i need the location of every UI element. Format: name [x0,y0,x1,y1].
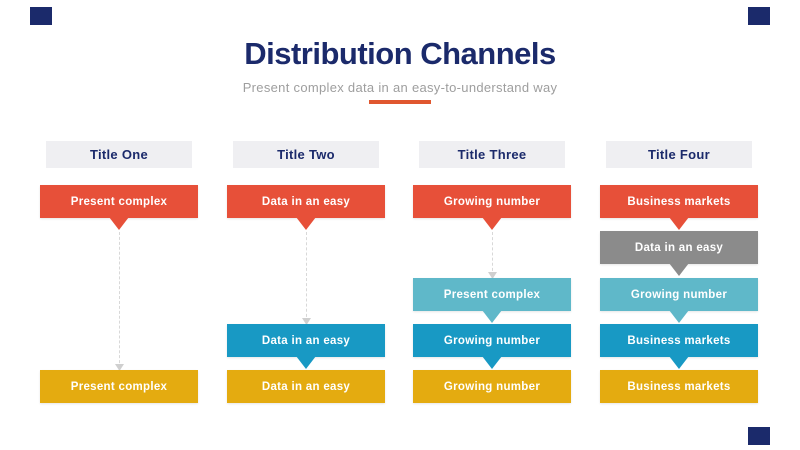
dashed-connector [115,232,124,371]
page-subtitle: Present complex data in an easy-to-under… [242,80,558,95]
dashed-connector [488,232,497,279]
bar-light_teal: Present complex [413,278,571,323]
corner-accent-bottom-right [748,427,770,445]
bar-teal: Data in an easy [227,324,385,369]
bar-pointer-tail [669,357,689,369]
bar-yellow: Growing number [413,370,571,403]
column-header: Title Two [233,141,379,168]
connector-arrowhead-icon [302,318,311,325]
bar-label: Growing number [443,380,541,393]
bar-label: Present complex [443,288,541,301]
bar-pointer-tail [296,218,316,230]
bar-label: Present complex [70,195,168,208]
bar-orange: Growing number [413,185,571,230]
bar-pointer-tail [296,357,316,369]
bar-pointer-tail [669,264,689,276]
connector-arrowhead-icon [115,364,124,371]
bar-orange: Business markets [600,185,758,230]
page-title: Distribution Channels [244,36,556,71]
bar-label: Data in an easy [634,241,724,254]
bar-label: Data in an easy [261,195,351,208]
bar-label: Growing number [630,288,728,301]
bar-label: Data in an easy [261,334,351,347]
column-header: Title One [46,141,192,168]
bar-yellow: Present complex [40,370,198,403]
bar-yellow: Data in an easy [227,370,385,403]
bar-orange: Data in an easy [227,185,385,230]
bar-label: Present complex [70,380,168,393]
column-header: Title Three [419,141,565,168]
bar-teal: Business markets [600,324,758,369]
column-title: Title Three [457,147,527,162]
bar-teal: Growing number [413,324,571,369]
bar-gray: Data in an easy [600,231,758,276]
column-title: Title Four [648,147,710,162]
title-underline-accent [369,100,431,104]
bar-pointer-tail [482,357,502,369]
bar-label: Business markets [627,195,731,208]
bar-label: Business markets [627,380,731,393]
bar-label: Data in an easy [261,380,351,393]
bar-orange: Present complex [40,185,198,230]
connector-arrowhead-icon [488,272,497,279]
column-header: Title Four [606,141,752,168]
bar-label: Growing number [443,334,541,347]
column-title: Title One [89,147,149,162]
bar-pointer-tail [482,218,502,230]
dashed-connector [302,232,311,325]
bar-label: Growing number [443,195,541,208]
corner-accent-top-left [30,7,52,25]
bar-pointer-tail [482,311,502,323]
bar-light_teal: Growing number [600,278,758,323]
bar-pointer-tail [669,218,689,230]
column-title: Title Two [277,147,335,162]
bar-label: Business markets [627,334,731,347]
bar-yellow: Business markets [600,370,758,403]
bar-pointer-tail [109,218,129,230]
bar-pointer-tail [669,311,689,323]
corner-accent-top-right [748,7,770,25]
